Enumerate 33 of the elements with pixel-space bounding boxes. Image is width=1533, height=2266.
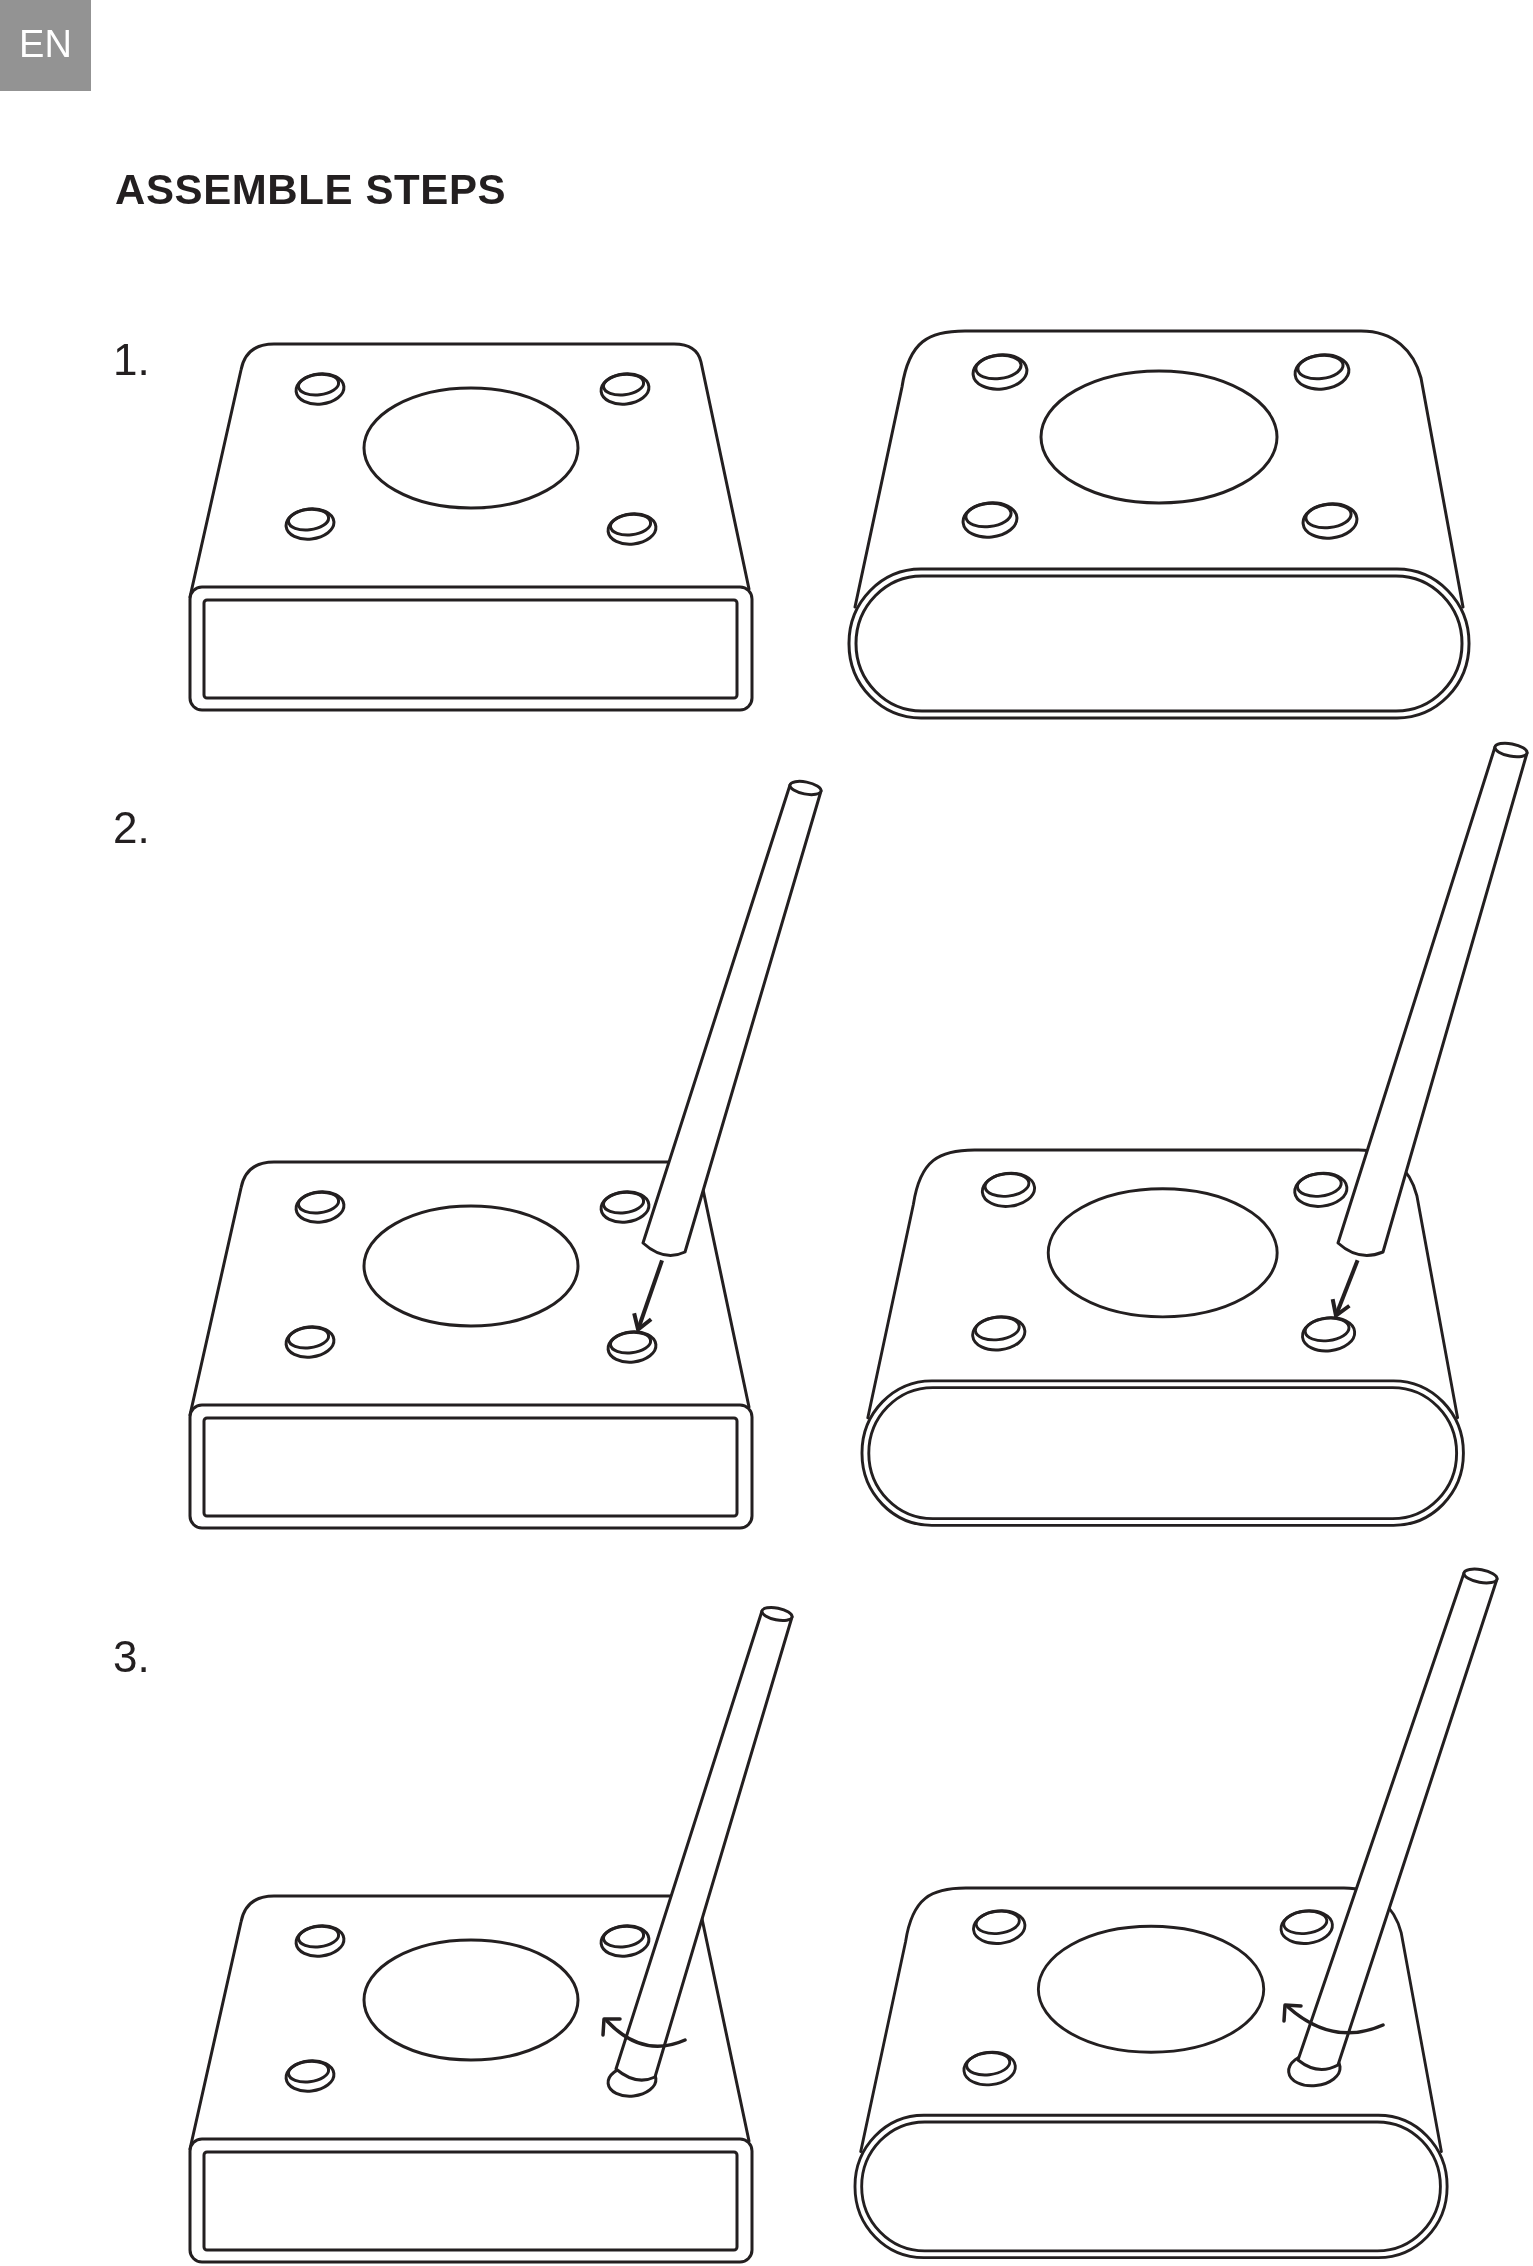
mounting-hole (284, 1325, 336, 1359)
leg-rod (641, 779, 823, 1257)
mounting-hole (294, 1190, 346, 1224)
mounting-hole (1293, 353, 1351, 391)
mounting-hole (294, 372, 346, 406)
leg-rod (1336, 741, 1529, 1257)
page-title: ASSEMBLE STEPS (115, 165, 507, 215)
language-tag: EN (0, 0, 91, 91)
leg-rod (606, 1606, 794, 2098)
mounting-hole (971, 1315, 1027, 1352)
mounting-hole (284, 2059, 336, 2093)
step-number: 1. (113, 335, 150, 385)
arrow (1330, 1259, 1360, 1318)
mounting-hole (606, 512, 658, 546)
mounting-hole (1293, 1171, 1349, 1208)
mounting-hole (962, 2050, 1017, 2087)
mounting-hole (1301, 502, 1359, 540)
mounting-hole (599, 372, 651, 406)
mounting-hole (599, 1190, 651, 1224)
mounting-hole (961, 501, 1019, 539)
mounting-hole (606, 1330, 658, 1364)
leg-rod (1287, 1567, 1499, 2088)
step-number: 2. (113, 803, 150, 853)
mounting-hole (1301, 1316, 1357, 1353)
step-number: 3. (113, 1632, 150, 1682)
mounting-hole (972, 1909, 1027, 1945)
mounting-hole (980, 1171, 1036, 1208)
mounting-hole (1279, 1909, 1334, 1945)
mounting-hole (599, 1924, 651, 1958)
mounting-hole (294, 1924, 346, 1958)
mounting-hole (284, 507, 336, 541)
arrow (632, 1259, 664, 1332)
mounting-hole (971, 353, 1029, 391)
